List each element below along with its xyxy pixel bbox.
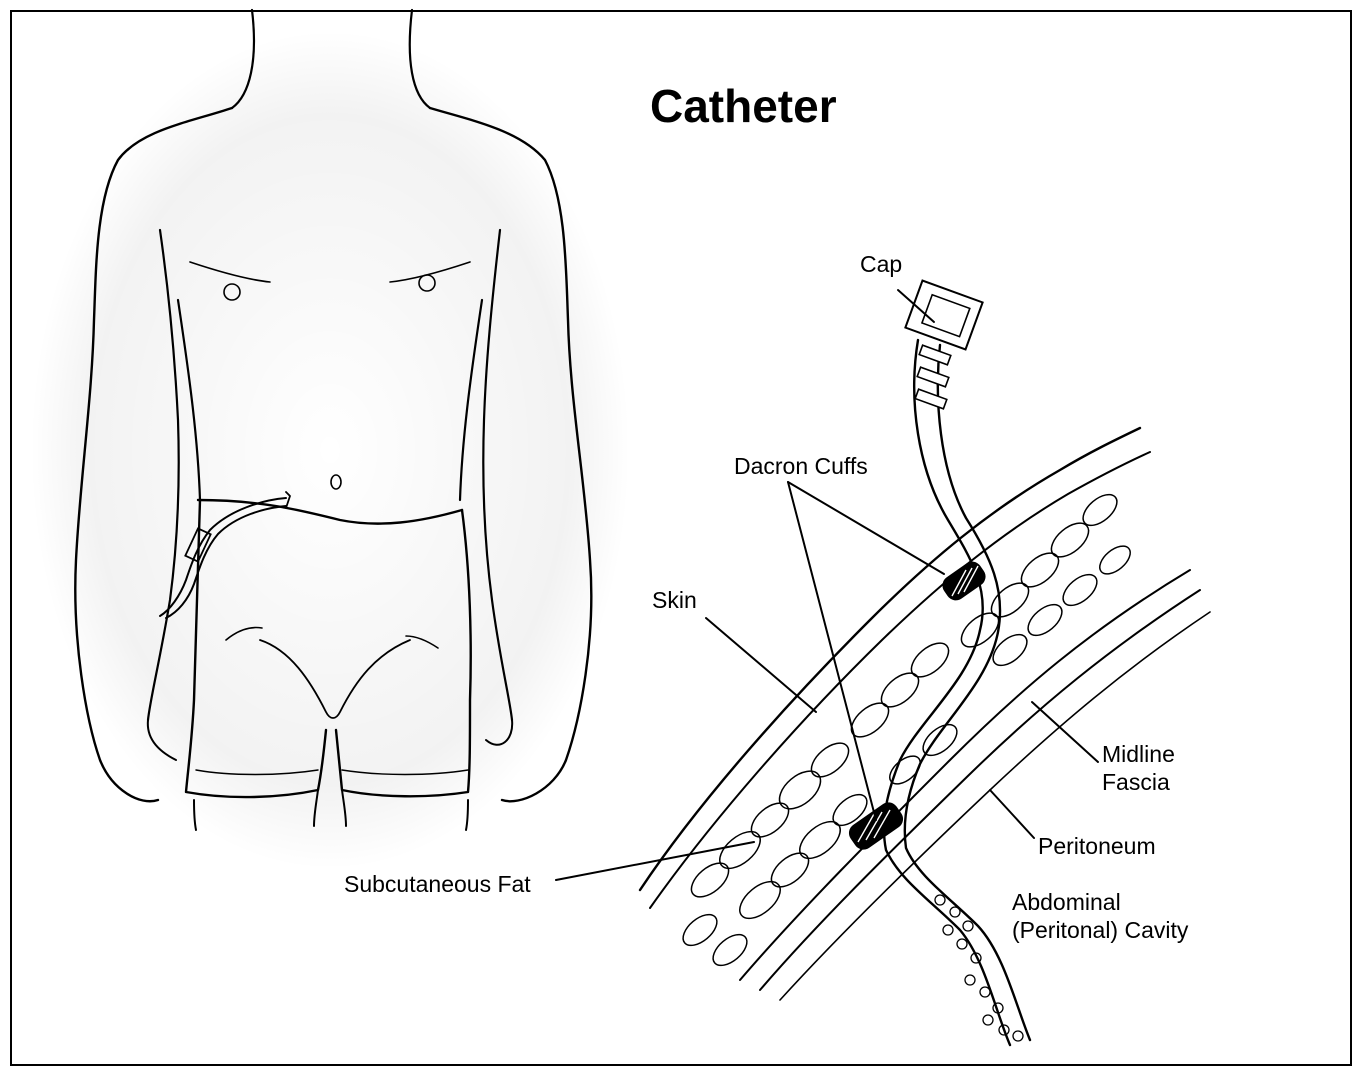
label-skin: Skin (652, 587, 697, 613)
label-peritonal-cavity: (Peritonal) Cavity (1012, 917, 1189, 943)
label-subcutaneous-fat: Subcutaneous Fat (344, 871, 531, 897)
label-fascia: Fascia (1102, 769, 1170, 795)
label-midline: Midline (1102, 741, 1175, 767)
label-abdominal: Abdominal (1012, 889, 1121, 915)
label-dacron-cuffs: Dacron Cuffs (734, 453, 868, 479)
leader-lines (556, 290, 1098, 880)
label-peritoneum: Peritoneum (1038, 833, 1156, 859)
body-figure (30, 10, 630, 870)
diagram-title: Catheter (650, 80, 837, 132)
label-cap: Cap (860, 251, 902, 277)
